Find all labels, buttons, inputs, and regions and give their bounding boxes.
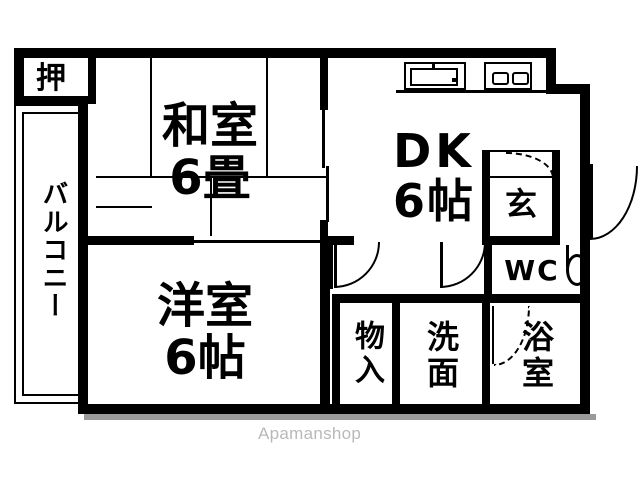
monoire-label: 物入 xyxy=(349,320,384,388)
kitchen-counter-edge xyxy=(396,90,546,93)
dk-bottom-wall xyxy=(332,236,354,245)
genkan-left-wall xyxy=(482,150,490,240)
wc-door-swing-arc xyxy=(440,242,486,288)
wc-door-leaf xyxy=(440,242,443,288)
senmen-room xyxy=(400,303,482,404)
balcony-inner-left xyxy=(22,112,24,396)
genkan-right-jamb xyxy=(552,150,560,240)
genkan-step-line xyxy=(490,150,552,152)
wc-room xyxy=(492,245,580,295)
hallway-door-swing-arc xyxy=(334,242,380,288)
plan-shadow xyxy=(84,414,596,420)
monoire-right-wall xyxy=(392,294,400,404)
yoshitsu-size-label: 6帖 xyxy=(164,330,246,386)
entrance-door-swing-arc xyxy=(590,166,638,240)
washitsu-line-left-v xyxy=(96,206,152,208)
room-divider-sliding-panel xyxy=(194,240,330,243)
washitsu-line-top-h xyxy=(150,58,152,178)
balcony-inner-bottom xyxy=(22,394,84,396)
washitsu-right-wall-lower xyxy=(320,220,328,238)
genkan-bottom-wall xyxy=(482,236,560,245)
washitsu-right-wall-upper xyxy=(320,58,328,110)
stove-burner-right xyxy=(512,72,529,85)
exterior-wall-right-upper xyxy=(546,48,556,90)
toilet-icon xyxy=(566,254,588,286)
senmen-door xyxy=(404,297,460,300)
closet-bottom-wall xyxy=(14,96,88,106)
bathroom-folding-door-panel xyxy=(492,306,494,364)
exterior-wall-top xyxy=(14,48,556,58)
sink-basin xyxy=(410,68,458,86)
yoshitsu-room xyxy=(88,245,320,404)
exterior-wall-left-balcony xyxy=(78,96,88,242)
stove-burner-left xyxy=(492,72,509,85)
exterior-wall-left-lower xyxy=(78,242,88,414)
sink-drain xyxy=(452,78,456,82)
closet-right-jamb xyxy=(88,58,96,104)
wc-label: WC xyxy=(504,254,560,287)
washitsu-bottom-wall-left xyxy=(88,236,194,245)
yoshitsu-right-wall xyxy=(320,245,330,404)
exterior-wall-right xyxy=(580,84,590,404)
dk-name-label: DK xyxy=(393,124,475,178)
wc-sliding-door xyxy=(566,245,569,267)
monoire-sliding-door xyxy=(334,310,337,368)
monoire-top-wall xyxy=(332,294,400,303)
washitsu-line-v-right xyxy=(266,58,268,178)
monoire-room xyxy=(340,303,392,404)
dk-size-label: 6帖 xyxy=(392,174,475,228)
senmen-right-wall xyxy=(482,294,490,404)
washitsu-line-lower-v xyxy=(210,178,212,236)
yoshitsu-name-label: 洋室 xyxy=(156,278,253,334)
genkan-step-arc xyxy=(506,152,554,178)
balcony-inner-top xyxy=(22,112,84,114)
washitsu-sliding-door-2 xyxy=(326,166,329,222)
watermark-text: Apamanshop xyxy=(258,424,362,443)
balcony-label: バルコニー xyxy=(38,180,68,320)
yoshitsu-door-opening xyxy=(330,245,333,289)
exterior-wall-left-top xyxy=(14,48,24,104)
sink-faucet xyxy=(432,62,435,70)
exterior-wall-bottom xyxy=(78,404,590,414)
oshiire-label: 押 xyxy=(36,61,66,96)
wc-left-wall xyxy=(484,245,492,295)
washitsu-line-mid-h xyxy=(96,176,328,178)
balcony-outline-bottom xyxy=(14,402,86,404)
entrance-door-leaf xyxy=(590,164,593,238)
hallway-door-leaf xyxy=(334,242,337,288)
washitsu-size-label: 6畳 xyxy=(169,150,251,206)
washitsu-sliding-door-1 xyxy=(322,110,325,168)
senmen-label: 洗面 xyxy=(422,320,460,392)
wc-bottom-wall xyxy=(484,294,590,303)
balcony-outline-left xyxy=(14,104,16,404)
washitsu-bottom-wall-right xyxy=(320,236,332,245)
washitsu-name-label: 和室 xyxy=(161,98,258,154)
genkan-label: 玄 xyxy=(504,185,537,223)
exterior-wall-step xyxy=(546,84,590,94)
